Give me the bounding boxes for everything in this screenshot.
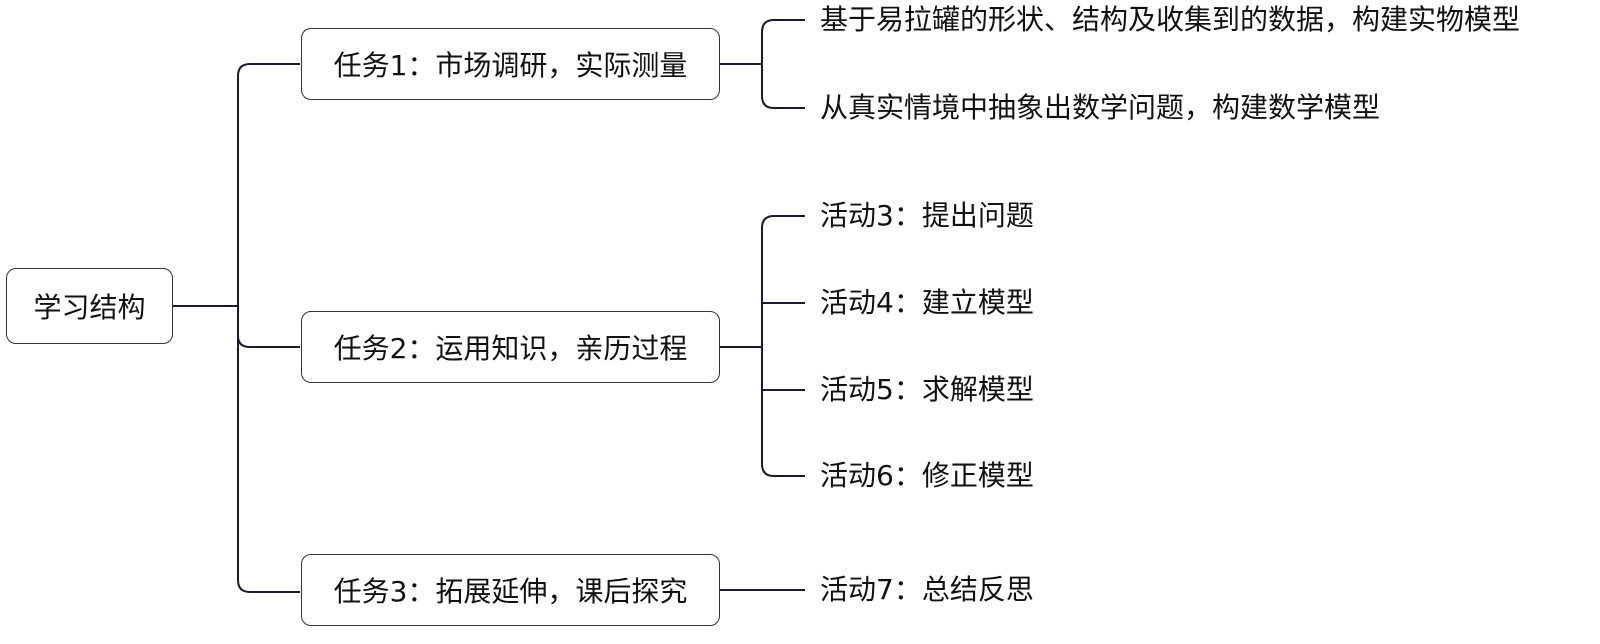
task-2-item-activity-6: 活动6：修正模型	[820, 459, 1034, 492]
task-2-branch-line	[761, 215, 805, 477]
task-node-2: 任务2：运用知识，亲历过程	[301, 311, 720, 383]
task-node-1: 任务1：市场调研，实际测量	[301, 28, 720, 100]
task-2-item-activity-4: 活动4：建立模型	[820, 286, 1034, 319]
task-node-3: 任务3：拓展延伸，课后探究	[301, 554, 720, 626]
task-1-label: 任务1：市场调研，实际测量	[333, 49, 688, 82]
task-2-item-activity-5: 活动5：求解模型	[820, 373, 1034, 406]
task-1-item-2: 从真实情境中抽象出数学问题，构建数学模型	[820, 91, 1381, 124]
task-1-item-1: 基于易拉罐的形状、结构及收集到的数据，构建实物模型	[820, 3, 1521, 36]
task-3-label: 任务3：拓展延伸，课后探究	[333, 575, 688, 608]
root-to-task-1-line	[237, 63, 300, 593]
root-label: 学习结构	[33, 291, 146, 324]
task-3-item-activity-7: 活动7：总结反思	[820, 573, 1034, 606]
task-2-label: 任务2：运用知识，亲历过程	[333, 332, 688, 365]
root-to-task-2-line	[237, 335, 300, 348]
root-node: 学习结构	[6, 268, 173, 344]
task-1-branch-line	[761, 19, 805, 109]
task-2-item-activity-3: 活动3：提出问题	[820, 199, 1034, 232]
